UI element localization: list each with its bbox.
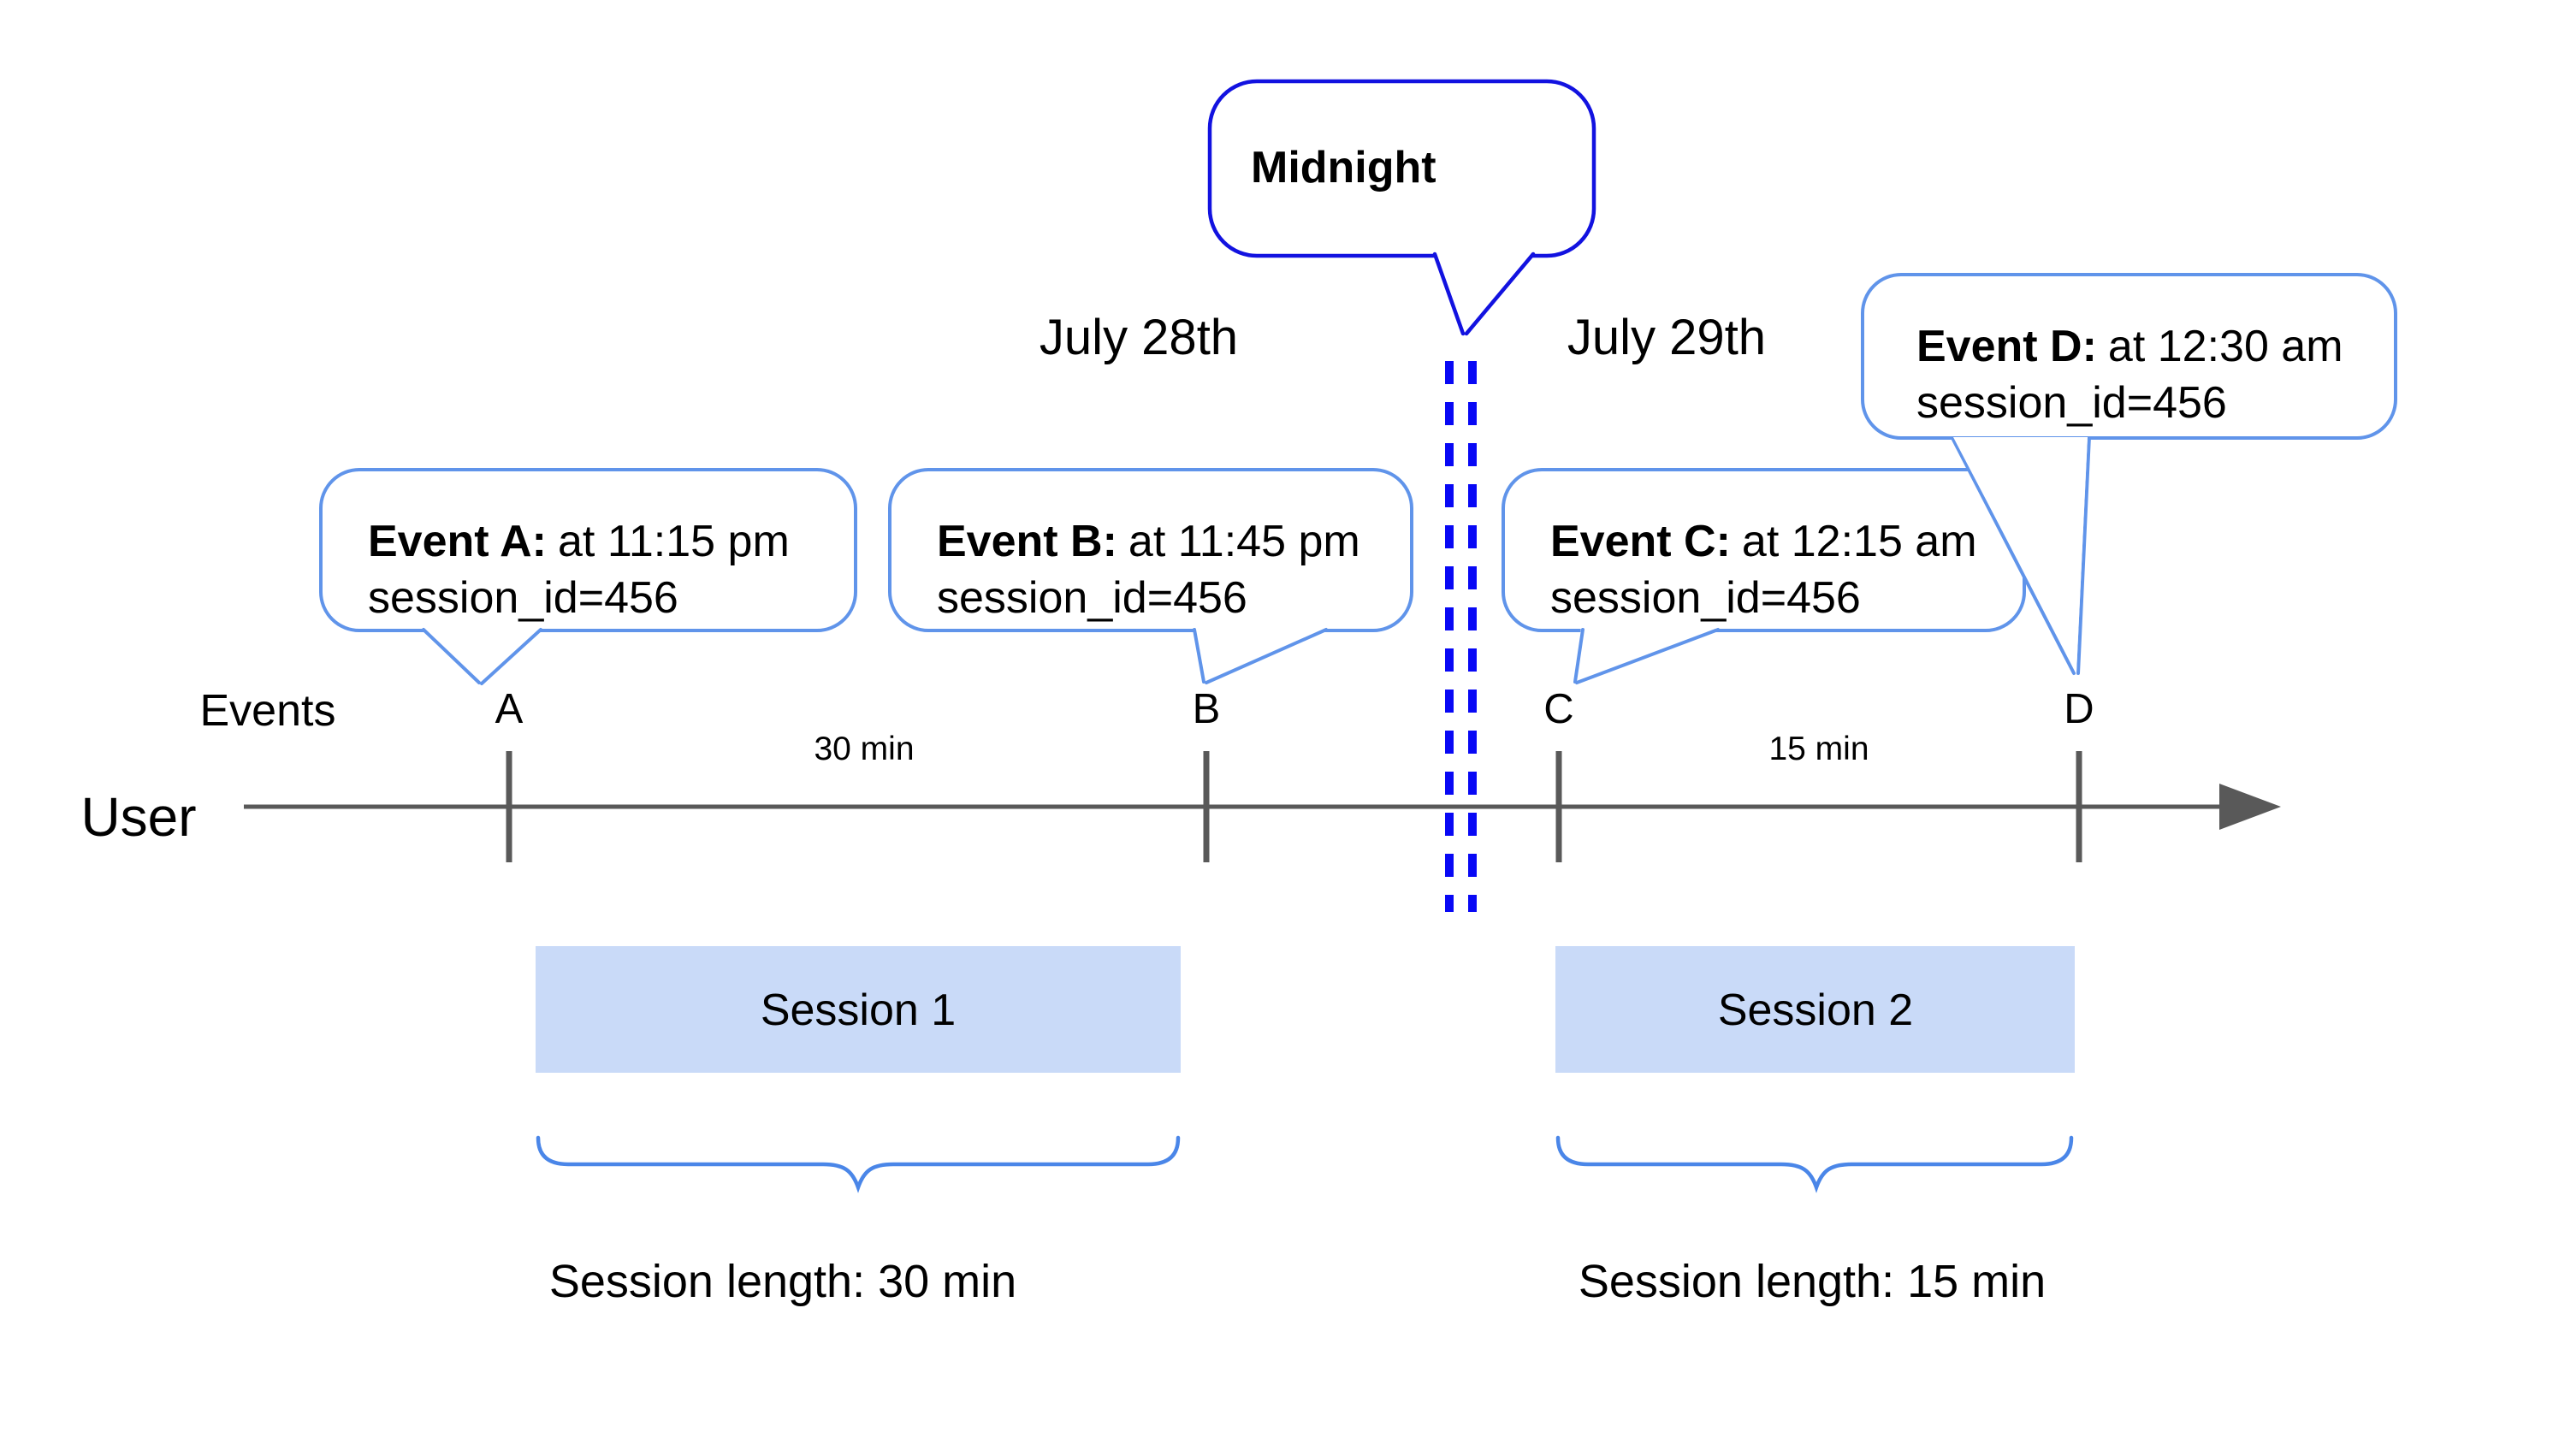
event-a-line1: Event A:at 11:15 pm: [368, 517, 790, 566]
event-c-tail-left-edge: [1573, 628, 1585, 684]
event-d-bubble: [1861, 273, 2397, 440]
event-a-tail-left-edge: [422, 628, 481, 684]
event-callout-a: Event A:at 11:15 pm session_id=456: [319, 468, 857, 685]
event-a-time: at 11:15 pm: [558, 517, 790, 566]
session-2: Session 2 Session length: 15 min: [1555, 946, 2075, 1307]
user-row-label: User: [80, 786, 196, 848]
tick-label-d: D: [2064, 686, 2094, 732]
event-d-tail-cover: [1953, 437, 2088, 672]
event-d-session-id: session_id=456: [1916, 378, 2227, 428]
timeline-axis: Events User A B C D 30 min 15 min: [80, 686, 2281, 862]
tick-label-a: A: [495, 686, 524, 732]
event-c-session-id: session_id=456: [1550, 573, 1861, 623]
event-c-line1: Event C:at 12:15 am: [1550, 517, 1977, 566]
event-b-line1: Event B:at 11:45 pm: [937, 517, 1360, 566]
session-2-length-label: Session length: 15 min: [1579, 1256, 2046, 1307]
session-2-label: Session 2: [1718, 985, 1913, 1035]
date-label-july-29: July 29th: [1567, 310, 1766, 365]
midnight-divider: [1445, 361, 1477, 912]
event-b-session-id: session_id=456: [937, 573, 1247, 623]
event-d-line1: Event D:at 12:30 am: [1916, 322, 2343, 371]
midnight-callout-label: Midnight: [1251, 143, 1436, 192]
date-label-july-28: July 28th: [1040, 310, 1238, 365]
midnight-callout-tail-left-edge: [1432, 252, 1466, 336]
event-callout-b: Event B:at 11:45 pm session_id=456: [888, 468, 1413, 684]
event-a-tail: [422, 627, 542, 684]
event-c-tail-right-edge: [1575, 628, 1720, 684]
event-d-name: Event D:: [1916, 322, 2097, 371]
interval-label-30min: 30 min: [814, 731, 914, 767]
midnight-callout-tail-right-edge: [1464, 252, 1536, 336]
session-2-box: [1555, 946, 2075, 1073]
session-1-label: Session 1: [761, 985, 956, 1035]
session-1-length-label: Session length: 30 min: [549, 1256, 1016, 1307]
event-b-tail: [1193, 627, 1328, 684]
event-b-tail-right-edge: [1205, 628, 1328, 684]
event-a-tail-right-edge: [480, 628, 542, 685]
event-b-name: Event B:: [937, 517, 1117, 566]
midnight-callout: Midnight: [1207, 79, 1596, 336]
event-c-time: at 12:15 am: [1742, 517, 1977, 566]
event-c-name: Event C:: [1550, 517, 1731, 566]
event-d-tail-left-edge: [1950, 435, 2076, 675]
event-d-time: at 12:30 am: [2108, 322, 2343, 371]
tick-label-b: B: [1193, 686, 1221, 732]
session-2-brace: [1555, 1135, 2074, 1193]
tick-label-c: C: [1543, 686, 1573, 732]
event-a-name: Event A:: [368, 517, 547, 566]
session-1-box: [536, 946, 1181, 1073]
midnight-callout-bubble: [1207, 79, 1596, 258]
events-row-label: Events: [200, 686, 336, 736]
event-a-bubble: [319, 468, 857, 632]
event-callout-d: Event D:at 12:30 am session_id=456: [1861, 273, 2397, 676]
event-b-tail-left-edge: [1193, 628, 1205, 684]
interval-label-15min: 15 min: [1768, 731, 1869, 767]
event-b-time: at 11:45 pm: [1128, 517, 1360, 566]
session-1-brace: [536, 1135, 1181, 1193]
event-b-bubble: [888, 468, 1413, 632]
event-a-session-id: session_id=456: [368, 573, 678, 623]
timeline-arrowhead-icon: [2219, 784, 2281, 830]
event-callout-c: Event C:at 12:15 am session_id=456: [1502, 468, 2026, 684]
midnight-callout-tail: [1433, 252, 1535, 335]
event-d-tail-right-edge: [2076, 435, 2091, 675]
session-1: Session 1 Session length: 30 min: [536, 946, 1181, 1307]
